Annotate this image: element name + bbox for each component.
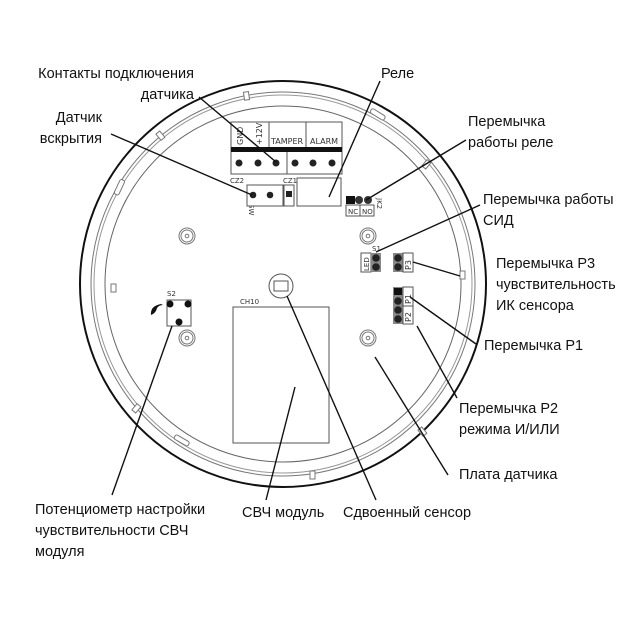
microwave-module: CH10 bbox=[232, 298, 330, 444]
middle-ring-a bbox=[90, 91, 476, 477]
p2-label: P2 bbox=[404, 312, 413, 322]
leader-tamper-sensor bbox=[110, 133, 253, 196]
s2-label: S2 bbox=[167, 290, 176, 298]
label-line: Потенциометр настройки bbox=[35, 502, 206, 518]
led-label: LED bbox=[363, 257, 371, 271]
dual-sensor bbox=[268, 273, 294, 299]
label-line: модуля bbox=[35, 544, 85, 560]
label-line: Перемычка Р3 bbox=[496, 256, 596, 272]
cz2-label: CZ2 bbox=[230, 177, 244, 185]
terminal-12v-label: +12V bbox=[255, 122, 264, 145]
mounting-hole bbox=[359, 329, 377, 347]
label-line: Перемычка Р1 bbox=[484, 338, 584, 354]
label-line: ИК сенсора bbox=[496, 298, 574, 314]
mounting-holes bbox=[178, 227, 377, 347]
label-relay-jumper: Перемычка работы реле bbox=[468, 112, 553, 154]
label-line: Датчик bbox=[55, 110, 102, 126]
ch10-label: CH10 bbox=[240, 298, 259, 306]
nc-label: NC bbox=[348, 208, 358, 216]
led-jumper: S1 LED bbox=[360, 245, 381, 273]
leader-relay bbox=[328, 80, 381, 198]
label-line: вскрытия bbox=[39, 131, 102, 147]
label-line: Перемычка работы bbox=[483, 192, 614, 208]
leader-p2-jumper bbox=[416, 325, 458, 399]
label-line: работы реле bbox=[468, 135, 554, 151]
label-line: режима И/ИЛИ bbox=[459, 422, 560, 438]
leader-lines bbox=[110, 80, 481, 501]
terminal-block: GND +12V TAMPER ALARM bbox=[230, 121, 343, 175]
leader-p3-jumper bbox=[412, 261, 461, 277]
potentiometer: S2 bbox=[150, 290, 192, 327]
label-line: чувствительность bbox=[496, 277, 616, 293]
label-line: датчика bbox=[140, 87, 194, 103]
leader-led-jumper bbox=[375, 204, 481, 253]
terminal-gnd-label: GND bbox=[236, 127, 245, 145]
p1-p2-jumper-block: P1 P2 bbox=[393, 286, 414, 325]
leader-dual-sensor bbox=[286, 295, 377, 501]
label-line: Перемычка Р2 bbox=[459, 401, 559, 417]
label-p1-jumper: Перемычка Р1 bbox=[484, 336, 583, 357]
relay-body bbox=[296, 177, 342, 207]
p3-jumper-block: P3 bbox=[393, 252, 414, 273]
terminal-tamper-label: TAMPER bbox=[270, 137, 304, 146]
leader-sensor-contacts bbox=[198, 96, 277, 163]
s1-label: S1 bbox=[372, 245, 381, 253]
inner-ring bbox=[104, 105, 462, 463]
mounting-hole bbox=[178, 329, 196, 347]
no-label: NO bbox=[362, 208, 373, 216]
middle-ring-b bbox=[93, 94, 473, 474]
leader-potentiometer bbox=[111, 325, 173, 496]
label-line: Реле bbox=[381, 66, 415, 82]
label-microwave-module: СВЧ модуль bbox=[242, 503, 324, 524]
ring-notches bbox=[110, 91, 466, 480]
p1-label: P1 bbox=[404, 294, 413, 304]
label-tamper-sensor: Датчик вскрытия bbox=[40, 108, 102, 150]
label-p3-jumper: Перемычка Р3 чувствительность ИК сенсора bbox=[496, 254, 616, 317]
leader-relay-jumper bbox=[365, 139, 467, 201]
label-line: СИД bbox=[483, 213, 514, 229]
label-line: СВЧ модуль bbox=[242, 505, 325, 521]
label-line: Перемычка bbox=[468, 114, 546, 130]
tamper-switch: CZ2 CZ1 SW bbox=[230, 177, 297, 215]
leader-sensor-board bbox=[374, 356, 449, 476]
housing bbox=[79, 80, 487, 488]
jk2-label: JK2 bbox=[375, 197, 383, 209]
mounting-hole bbox=[178, 227, 196, 245]
leader-microwave-module bbox=[265, 386, 296, 501]
label-potentiometer: Потенциометр настройки чувствительности … bbox=[35, 500, 205, 563]
label-line: Сдвоенный сенсор bbox=[343, 505, 472, 521]
label-sensor-contacts: Контакты подключения датчика bbox=[38, 64, 194, 106]
relay-jumper: NC NO JK2 bbox=[345, 196, 383, 217]
mounting-hole bbox=[359, 227, 377, 245]
label-led-jumper: Перемычка работы СИД bbox=[483, 190, 614, 232]
cz1-label: CZ1 bbox=[283, 177, 297, 185]
label-line: чувствительности СВЧ bbox=[35, 523, 189, 539]
leader-p1-jumper bbox=[409, 296, 477, 345]
label-line: Плата датчика bbox=[459, 467, 558, 483]
sw-label: SW bbox=[247, 204, 255, 215]
label-p2-jumper: Перемычка Р2 режима И/ИЛИ bbox=[459, 399, 560, 441]
terminal-alarm-label: ALARM bbox=[310, 137, 338, 146]
label-dual-sensor: Сдвоенный сенсор bbox=[343, 503, 471, 524]
label-line: Контакты подключения bbox=[38, 66, 194, 82]
p3-label: P3 bbox=[404, 260, 413, 270]
label-sensor-board: Плата датчика bbox=[459, 465, 557, 486]
label-relay: Реле bbox=[381, 64, 414, 85]
outer-ring bbox=[79, 80, 487, 488]
